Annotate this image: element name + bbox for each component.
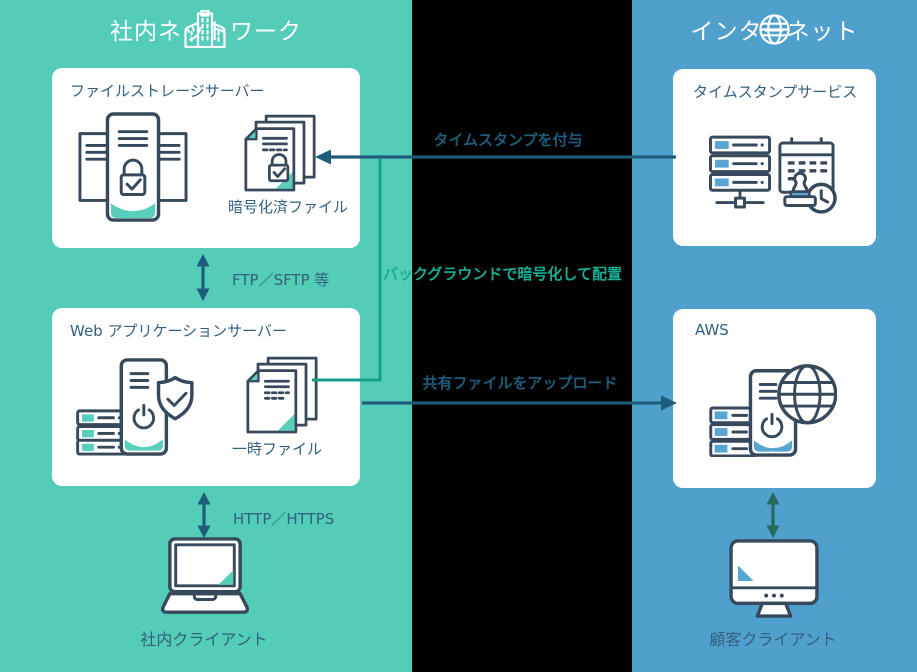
- app-server-icon: [76, 356, 194, 456]
- upload-label: 共有ファイルをアップロード: [422, 374, 618, 392]
- temp-files-label: 一時ファイル: [231, 440, 322, 458]
- building-icon: [182, 10, 230, 48]
- globe-icon: [758, 13, 791, 46]
- timestamp-grant-label: タイムスタンプを付与: [433, 131, 583, 149]
- web-app-server-title: Web アプリケーションサーバー: [70, 322, 288, 340]
- storage-server-icon: [78, 112, 188, 224]
- aws-server-icon: [709, 359, 837, 457]
- internal-network-label: 社内ネットワーク: [110, 19, 302, 45]
- internet-title: インターネット: [632, 12, 917, 46]
- timestamp-server-icon: [709, 135, 837, 216]
- customer-client-label: 顧客クライアント: [709, 630, 837, 649]
- ftp-label: FTP／SFTP 等: [232, 271, 330, 289]
- background-encrypt-label: バックグラウンドで暗号化して配置: [383, 265, 622, 283]
- file-storage-server-title: ファイルストレージサーバー: [70, 82, 265, 100]
- internal-network-title: 社内ネットワーク: [0, 10, 412, 48]
- encrypted-files-label: 暗号化済ファイル: [227, 198, 348, 216]
- encrypted-files-icon: [244, 114, 316, 194]
- temp-files-icon: [246, 356, 318, 436]
- timestamp-service-title: タイムスタンプサービス: [693, 83, 858, 101]
- aws-card: AWS: [673, 309, 876, 488]
- file-storage-server-card: ファイルストレージサーバー: [52, 68, 360, 248]
- internal-client-label: 社内クライアント: [140, 630, 268, 649]
- timestamp-service-card: タイムスタンプサービス: [673, 69, 876, 246]
- web-app-server-card: Web アプリケーションサーバー: [52, 308, 360, 486]
- http-label: HTTP／HTTPS: [233, 510, 335, 528]
- aws-title: AWS: [695, 321, 729, 339]
- desktop-icon: [729, 539, 819, 619]
- laptop-icon: [157, 537, 253, 619]
